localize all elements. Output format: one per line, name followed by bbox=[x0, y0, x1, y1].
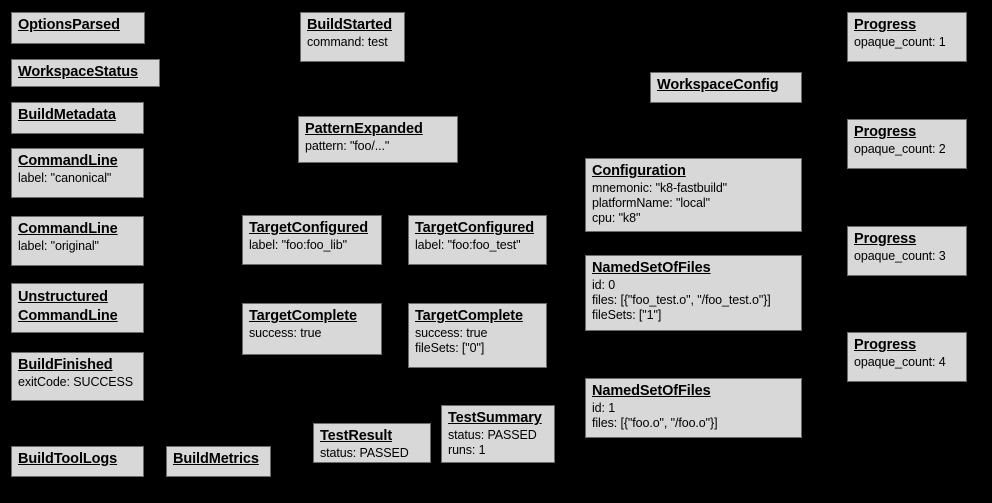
node-property: mnemonic: "k8-fastbuild" bbox=[592, 181, 728, 195]
node-properties: opaque_count: 1 bbox=[854, 35, 960, 50]
node-property: opaque_count: 1 bbox=[854, 35, 946, 49]
node-properties: label: "canonical" bbox=[18, 171, 137, 186]
node-title: CommandLine bbox=[18, 153, 118, 169]
node-build-finished[interactable]: BuildFinished exitCode: SUCCESS bbox=[11, 352, 144, 401]
node-title: WorkspaceConfig bbox=[657, 77, 779, 93]
node-configuration[interactable]: Configuration mnemonic: "k8-fastbuild"pla… bbox=[585, 158, 802, 232]
node-target-configured-test[interactable]: TargetConfigured label: "foo:foo_test" bbox=[408, 215, 547, 265]
node-title: PatternExpanded bbox=[305, 121, 423, 137]
node-title: WorkspaceStatus bbox=[18, 64, 138, 80]
node-title: Progress bbox=[854, 124, 917, 140]
node-title: OptionsParsed bbox=[18, 17, 120, 33]
node-build-tool-logs[interactable]: BuildToolLogs bbox=[11, 446, 144, 477]
node-title: CommandLine bbox=[18, 221, 118, 237]
node-properties: label: "foo:foo_test" bbox=[415, 238, 540, 253]
node-build-metadata[interactable]: BuildMetadata bbox=[11, 102, 144, 134]
node-title: TargetComplete bbox=[415, 308, 523, 324]
node-title: BuildStarted bbox=[307, 17, 393, 33]
node-workspace-status[interactable]: WorkspaceStatus bbox=[11, 59, 160, 87]
node-property: id: 1 bbox=[592, 401, 616, 415]
node-property: runs: 1 bbox=[448, 443, 486, 457]
node-property: opaque_count: 2 bbox=[854, 142, 946, 156]
node-properties: success: true bbox=[249, 326, 375, 341]
node-title: TargetComplete bbox=[249, 308, 357, 324]
node-title: Progress bbox=[854, 17, 917, 33]
node-property: status: PASSED bbox=[320, 446, 409, 460]
node-workspace-config[interactable]: WorkspaceConfig bbox=[650, 72, 802, 103]
node-property: cpu: "k8" bbox=[592, 211, 641, 225]
node-title: BuildMetrics bbox=[173, 451, 259, 467]
node-title: TargetConfigured bbox=[249, 220, 368, 236]
node-property: success: true bbox=[249, 326, 322, 340]
node-property: fileSets: ["0"] bbox=[415, 341, 485, 355]
node-properties: mnemonic: "k8-fastbuild"platformName: "l… bbox=[592, 181, 795, 226]
node-property: label: "foo:foo_test" bbox=[415, 238, 521, 252]
node-progress-2[interactable]: Progress opaque_count: 2 bbox=[847, 119, 967, 169]
node-target-configured-lib[interactable]: TargetConfigured label: "foo:foo_lib" bbox=[242, 215, 382, 265]
node-properties: status: PASSED bbox=[320, 446, 424, 461]
node-title: Unstructured CommandLine bbox=[18, 289, 118, 324]
node-property: label: "canonical" bbox=[18, 171, 112, 185]
node-progress-1[interactable]: Progress opaque_count: 1 bbox=[847, 12, 967, 62]
node-test-result[interactable]: TestResult status: PASSED bbox=[313, 423, 431, 463]
node-properties: label: "original" bbox=[18, 239, 137, 254]
node-title: BuildToolLogs bbox=[18, 451, 118, 467]
node-property: files: [{"foo.o", "/foo.o"}] bbox=[592, 416, 718, 430]
node-property: platformName: "local" bbox=[592, 196, 710, 210]
node-property: status: PASSED bbox=[448, 428, 537, 442]
node-title: BuildMetadata bbox=[18, 107, 116, 123]
node-target-complete-lib[interactable]: TargetComplete success: true bbox=[242, 303, 382, 355]
node-title: Configuration bbox=[592, 163, 686, 179]
node-property: success: true bbox=[415, 326, 488, 340]
node-property: command: test bbox=[307, 35, 388, 49]
node-title: TestResult bbox=[320, 428, 393, 444]
node-title: Progress bbox=[854, 337, 917, 353]
node-title: TargetConfigured bbox=[415, 220, 534, 236]
node-progress-3[interactable]: Progress opaque_count: 3 bbox=[847, 226, 967, 276]
node-title: BuildFinished bbox=[18, 357, 113, 373]
node-property: files: [{"foo_test.o", "/foo_test.o"}] bbox=[592, 293, 771, 307]
node-properties: opaque_count: 2 bbox=[854, 142, 960, 157]
node-title: TestSummary bbox=[448, 410, 542, 426]
node-command-line-canonical[interactable]: CommandLine label: "canonical" bbox=[11, 148, 144, 198]
node-property: label: "original" bbox=[18, 239, 99, 253]
node-options-parsed[interactable]: OptionsParsed bbox=[11, 12, 145, 44]
node-properties: exitCode: SUCCESS bbox=[18, 375, 137, 390]
node-title: NamedSetOfFiles bbox=[592, 260, 711, 276]
node-unstructured-command-line[interactable]: Unstructured CommandLine bbox=[11, 283, 144, 333]
node-property: label: "foo:foo_lib" bbox=[249, 238, 347, 252]
node-properties: label: "foo:foo_lib" bbox=[249, 238, 375, 253]
node-properties: opaque_count: 3 bbox=[854, 249, 960, 264]
node-build-started[interactable]: BuildStarted command: test bbox=[300, 12, 405, 62]
node-properties: command: test bbox=[307, 35, 398, 50]
node-property: id: 0 bbox=[592, 278, 616, 292]
node-properties: pattern: "foo/..." bbox=[305, 139, 451, 154]
node-command-line-original[interactable]: CommandLine label: "original" bbox=[11, 216, 144, 266]
node-progress-4[interactable]: Progress opaque_count: 4 bbox=[847, 332, 967, 382]
node-properties: opaque_count: 4 bbox=[854, 355, 960, 370]
node-property: opaque_count: 4 bbox=[854, 355, 946, 369]
node-build-metrics[interactable]: BuildMetrics bbox=[166, 446, 271, 477]
node-property: pattern: "foo/..." bbox=[305, 139, 390, 153]
node-pattern-expanded[interactable]: PatternExpanded pattern: "foo/..." bbox=[298, 116, 458, 163]
node-title: NamedSetOfFiles bbox=[592, 383, 711, 399]
node-property: exitCode: SUCCESS bbox=[18, 375, 134, 389]
node-property: fileSets: ["1"] bbox=[592, 308, 662, 322]
node-title: Progress bbox=[854, 231, 917, 247]
node-property: opaque_count: 3 bbox=[854, 249, 946, 263]
